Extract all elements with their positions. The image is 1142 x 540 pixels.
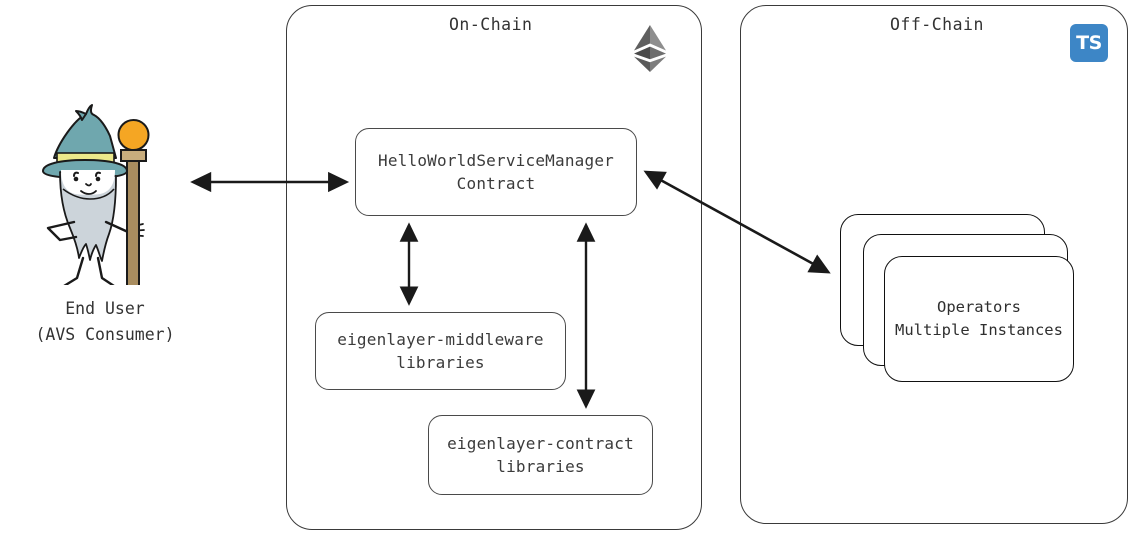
node-middleware-libraries[interactable]: eigenlayer-middleware libraries bbox=[315, 312, 566, 390]
node-service-manager[interactable]: HelloWorldServiceManager Contract bbox=[355, 128, 637, 216]
node-middleware-libraries-label: eigenlayer-middleware libraries bbox=[337, 329, 544, 372]
node-contract-libraries[interactable]: eigenlayer-contract libraries bbox=[428, 415, 653, 495]
end-user-label: End User (AVS Consumer) bbox=[35, 299, 175, 345]
node-contract-libraries-label: eigenlayer-contract libraries bbox=[447, 433, 634, 476]
onchain-title: On-Chain bbox=[443, 15, 539, 34]
ethereum-icon bbox=[633, 25, 667, 76]
operator-card-front[interactable]: Operators Multiple Instances bbox=[884, 256, 1074, 382]
wizard-avatar-icon bbox=[30, 100, 175, 289]
node-service-manager-label: HelloWorldServiceManager Contract bbox=[378, 150, 614, 193]
typescript-icon: TS bbox=[1070, 24, 1108, 62]
operators-label: Operators Multiple Instances bbox=[895, 297, 1063, 339]
offchain-title: Off-Chain bbox=[884, 15, 990, 34]
